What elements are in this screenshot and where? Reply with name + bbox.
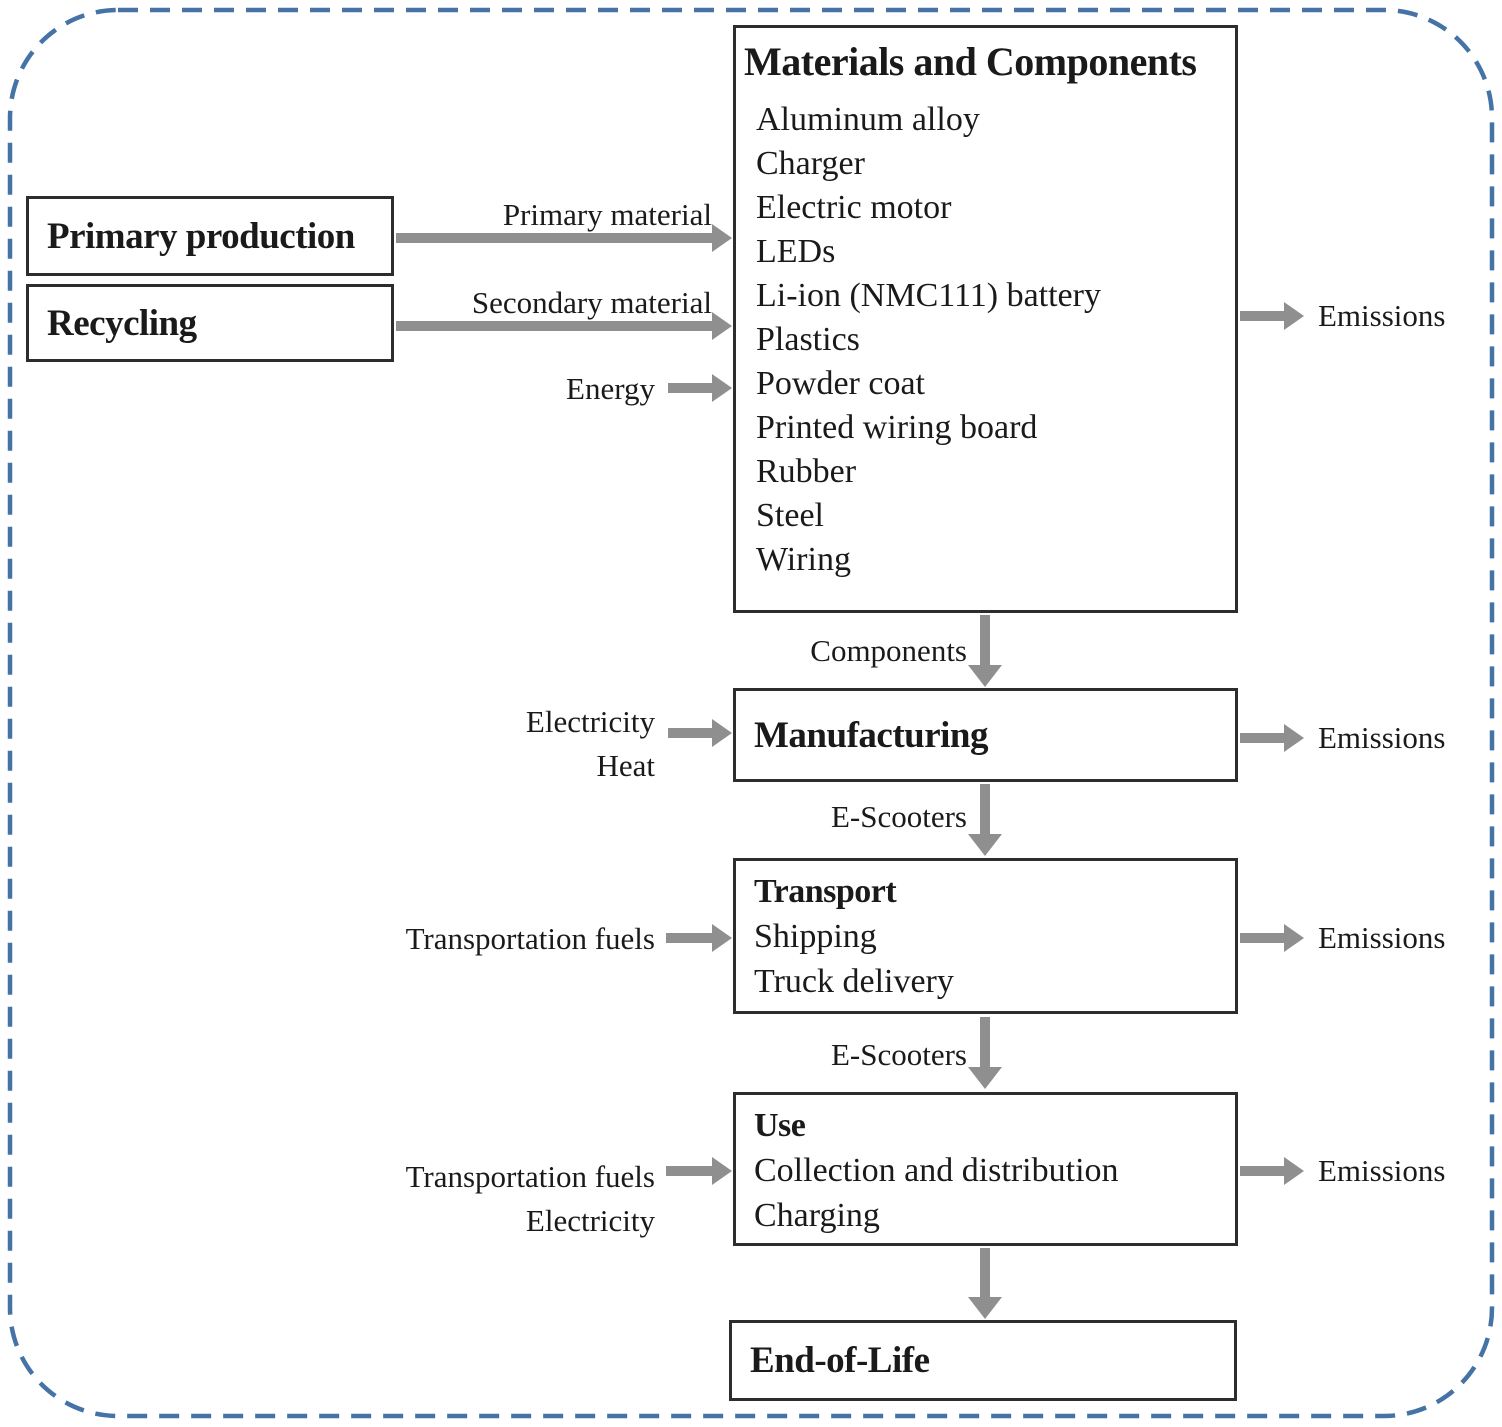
arrow-head-icon <box>968 665 1002 687</box>
arrow-head-icon <box>712 1157 732 1185</box>
components-label: Components <box>810 633 967 668</box>
materials-list: Aluminum alloy Charger Electric motor LE… <box>756 98 1235 582</box>
e-scooters-label: E-Scooters <box>830 1037 967 1072</box>
transportation-fuels-label: Transportation fuels <box>405 921 655 956</box>
materials-components-box: Materials and Components Aluminum alloy … <box>733 25 1238 613</box>
material-item: Charger <box>756 145 865 182</box>
recycling-label: Recycling <box>47 302 197 344</box>
arrow-head-icon <box>712 719 732 747</box>
manufacturing-label: Manufacturing <box>754 714 989 756</box>
arrow-head-icon <box>1284 924 1304 952</box>
arrow-head-icon <box>1284 302 1304 330</box>
material-item: Electric motor <box>756 189 952 226</box>
arrow-head-icon <box>712 924 732 952</box>
arrow-head-icon <box>1284 724 1304 752</box>
heat-label: Heat <box>596 748 655 783</box>
arrow-head-icon <box>712 374 732 402</box>
energy-arrow <box>668 374 732 402</box>
emissions-arrow <box>1240 924 1304 952</box>
transport-item: Shipping <box>754 918 877 955</box>
use-item: Collection and distribution <box>754 1152 1119 1189</box>
manufacturing-box: Manufacturing <box>733 688 1238 782</box>
primary-production-label: Primary production <box>47 215 355 257</box>
arrow-head-icon <box>1284 1157 1304 1185</box>
material-item: Powder coat <box>756 365 926 402</box>
end-of-life-label: End-of-Life <box>750 1340 930 1381</box>
material-item: Printed wiring board <box>756 409 1038 446</box>
emissions-arrow <box>1240 302 1304 330</box>
use-box: Use Collection and distribution Charging <box>733 1092 1238 1246</box>
use-inputs-label: Transportation fuels Electricity <box>340 1155 655 1243</box>
primary-production-box: Primary production <box>26 196 394 276</box>
emissions-label: Emissions <box>1318 920 1446 955</box>
energy-label: Energy <box>566 371 655 406</box>
transportation-fuels-label: Transportation fuels <box>405 1159 655 1194</box>
material-item: Li-ion (NMC111) battery <box>756 277 1101 314</box>
e-scooters-label: E-Scooters <box>830 799 967 834</box>
end-of-life-box: End-of-Life <box>729 1320 1237 1401</box>
use-item: Charging <box>754 1197 880 1234</box>
transport-box: Transport Shipping Truck delivery <box>733 858 1238 1014</box>
arrow-head-icon <box>968 1067 1002 1089</box>
manufacturing-inputs-label: Electricity Heat <box>420 700 655 788</box>
secondary-material-arrow <box>396 312 732 340</box>
materials-components-title: Materials and Components <box>744 39 1197 84</box>
e-scooters-arrow <box>968 784 1002 856</box>
emissions-label: Emissions <box>1318 1153 1446 1188</box>
end-of-life-arrow <box>968 1248 1002 1319</box>
transport-title: Transport <box>754 873 897 910</box>
electricity-label: Electricity <box>525 704 655 739</box>
arrow-head-icon <box>968 1297 1002 1319</box>
arrow-head-icon <box>712 224 732 252</box>
emissions-arrow <box>1240 724 1304 752</box>
transportation-fuels-arrow <box>666 1157 732 1185</box>
electricity-heat-arrow <box>668 719 732 747</box>
components-arrow <box>968 615 1002 687</box>
e-scooters-arrow <box>968 1017 1002 1089</box>
material-item: LEDs <box>756 233 836 270</box>
material-item: Steel <box>756 497 824 534</box>
emissions-arrow <box>1240 1157 1304 1185</box>
transportation-fuels-arrow <box>666 924 732 952</box>
transport-item: Truck delivery <box>754 963 954 1000</box>
material-item: Aluminum alloy <box>756 101 980 138</box>
electricity-label: Electricity <box>525 1203 655 1238</box>
arrow-head-icon <box>968 834 1002 856</box>
emissions-label: Emissions <box>1318 720 1446 755</box>
primary-material-label: Primary material <box>502 197 712 232</box>
material-item: Rubber <box>756 453 857 490</box>
primary-material-arrow <box>396 224 732 252</box>
secondary-material-label: Secondary material <box>471 285 712 320</box>
material-item: Wiring <box>756 541 851 578</box>
material-item: Plastics <box>756 321 860 358</box>
arrow-head-icon <box>712 312 732 340</box>
recycling-box: Recycling <box>26 284 394 362</box>
emissions-label: Emissions <box>1318 298 1446 333</box>
use-title: Use <box>754 1107 806 1144</box>
